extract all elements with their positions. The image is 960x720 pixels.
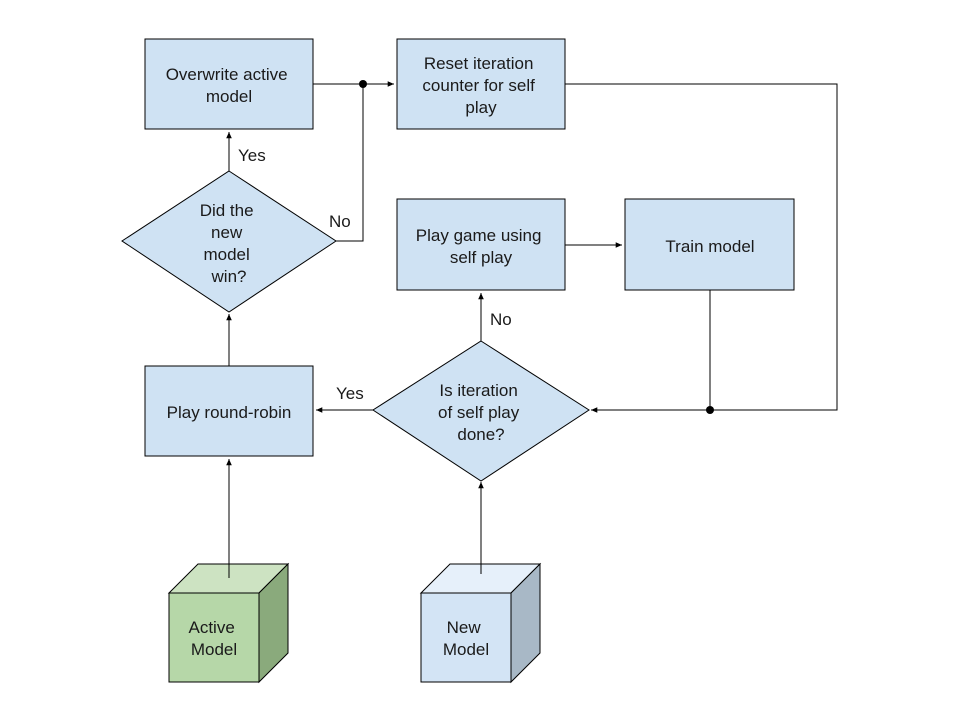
is-done-diamond[interactable]: Is iteration of self play done? (372, 340, 590, 482)
svg-text:Overwrite active model: Overwrite active model (166, 65, 293, 106)
svg-text:Play round-robin: Play round-robin (167, 403, 292, 422)
play-game-box-shape (396, 198, 566, 291)
overwrite-box[interactable]: Overwrite active model (144, 38, 314, 130)
train-box-shape (624, 198, 795, 291)
did-win-line-2: new (211, 223, 243, 242)
round-robin-box-shape (144, 365, 314, 457)
did-win-line-4: win? (211, 267, 247, 286)
new-model-line-2: Model (443, 640, 489, 659)
svg-text:Active Model: Active Model (188, 618, 239, 659)
label-yes-win: Yes (238, 146, 266, 165)
active-model-line-2: Model (191, 640, 237, 659)
active-model-line-1: Active (188, 618, 234, 637)
label-yes-done: Yes (336, 384, 364, 403)
reset-box[interactable]: Reset iteration counter for self play (396, 38, 566, 130)
round-robin-box[interactable]: Play round-robin (144, 365, 314, 457)
play-game-box[interactable]: Play game using self play (396, 198, 566, 291)
play-game-line-1: Play game using (416, 226, 542, 245)
reset-box-shape (396, 38, 566, 130)
active-model-cube[interactable]: Active Model (167, 562, 290, 684)
label-no-win: No (329, 212, 351, 231)
is-done-diamond-shape (372, 340, 590, 482)
new-model-line-1: New (447, 618, 482, 637)
did-win-line-1: Did the (200, 201, 254, 220)
edge-did-win-no (336, 84, 364, 242)
reset-line-1: Reset iteration (424, 54, 534, 73)
svg-text:Did the new model: Did the new model win? (200, 201, 259, 286)
junction-dot-bottom (706, 406, 714, 414)
new-cube-front (420, 592, 512, 683)
did-win-line-3: model (203, 245, 249, 264)
did-win-diamond-shape (121, 170, 337, 313)
overwrite-line-1: Overwrite active (166, 65, 288, 84)
svg-text:Is iteration of self pla: Is iteration of self play done? (438, 381, 524, 444)
overwrite-box-shape (144, 38, 314, 130)
reset-line-2: counter for self (422, 76, 535, 95)
is-done-line-3: done? (457, 425, 504, 444)
is-done-line-2: of self play (438, 403, 520, 422)
play-game-line-2: self play (450, 248, 513, 267)
svg-text:Reset iteration counter: Reset iteration counter for self play (422, 54, 539, 117)
reset-line-3: play (465, 98, 497, 117)
overwrite-line-2: model (206, 87, 252, 106)
junction-dot-top (359, 80, 367, 88)
svg-text:Train model: Train model (665, 237, 754, 256)
new-model-cube[interactable]: New Model (419, 562, 542, 684)
train-box[interactable]: Train model (624, 198, 795, 291)
is-done-line-1: Is iteration (439, 381, 517, 400)
svg-text:New Model: New Model (443, 618, 489, 659)
round-robin-line-1: Play round-robin (167, 403, 292, 422)
svg-text:Play game using self pla: Play game using self play (416, 226, 546, 267)
did-win-diamond[interactable]: Did the new model win? (121, 170, 337, 313)
train-line-1: Train model (665, 237, 754, 256)
label-no-done: No (490, 310, 512, 329)
connectors (226, 81, 838, 578)
active-cube-front (168, 592, 260, 683)
